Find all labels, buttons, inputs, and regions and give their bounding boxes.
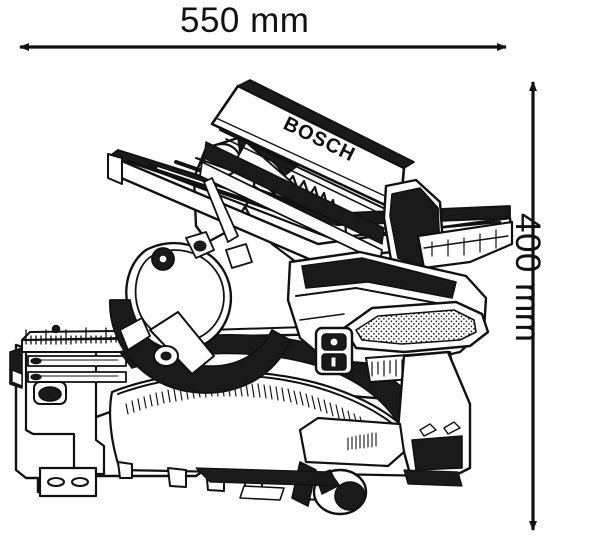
height-dimension-label: 400 mm <box>508 213 547 343</box>
rip-fence-rail <box>199 79 415 263</box>
table-hardware-detail <box>185 231 253 269</box>
saw-blade-assembly <box>109 241 291 394</box>
saw-machine-drawing <box>9 79 514 516</box>
saw-handle <box>342 300 490 354</box>
riving-knife <box>203 177 239 243</box>
width-dimension-label: 550 mm <box>180 1 310 40</box>
lower-shadow-bands <box>195 467 463 501</box>
power-switch <box>314 326 354 376</box>
lower-detail-ticks <box>347 432 377 451</box>
table-extension-right <box>416 220 514 270</box>
